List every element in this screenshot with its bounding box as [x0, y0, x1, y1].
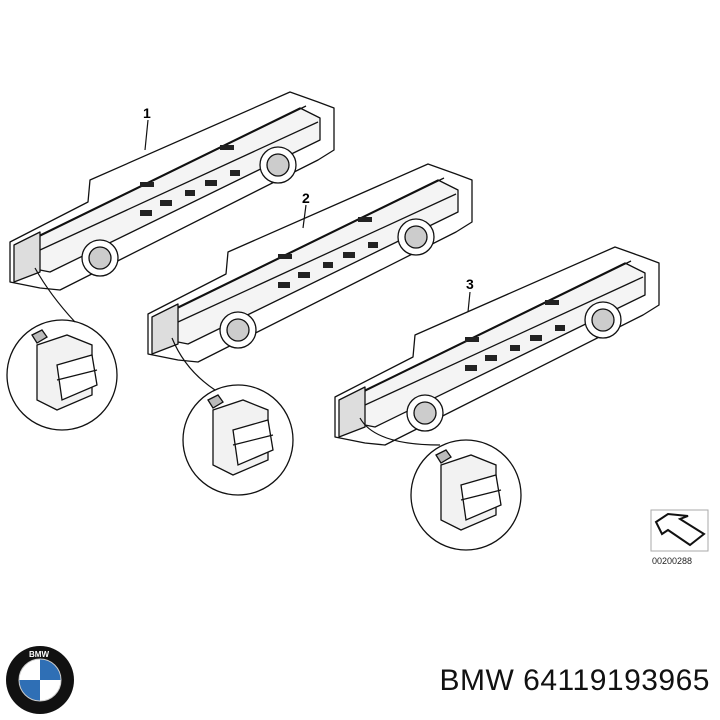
callout-2: 2 — [302, 190, 310, 206]
detail-circle-1 — [6, 319, 118, 431]
detail-circle-3 — [410, 439, 522, 551]
bmw-logo: BMW — [6, 646, 74, 714]
svg-text:BMW: BMW — [29, 650, 49, 659]
callout-1: 1 — [143, 105, 151, 121]
part-number: BMW 64119193965 — [439, 664, 710, 697]
detail-circle-2 — [182, 384, 294, 496]
callout-3: 3 — [466, 276, 474, 292]
control-panel-3 — [334, 246, 660, 446]
reference-arrow-icon — [650, 509, 709, 552]
leader-lines — [34, 119, 471, 446]
reference-code: 00200288 — [652, 556, 693, 566]
